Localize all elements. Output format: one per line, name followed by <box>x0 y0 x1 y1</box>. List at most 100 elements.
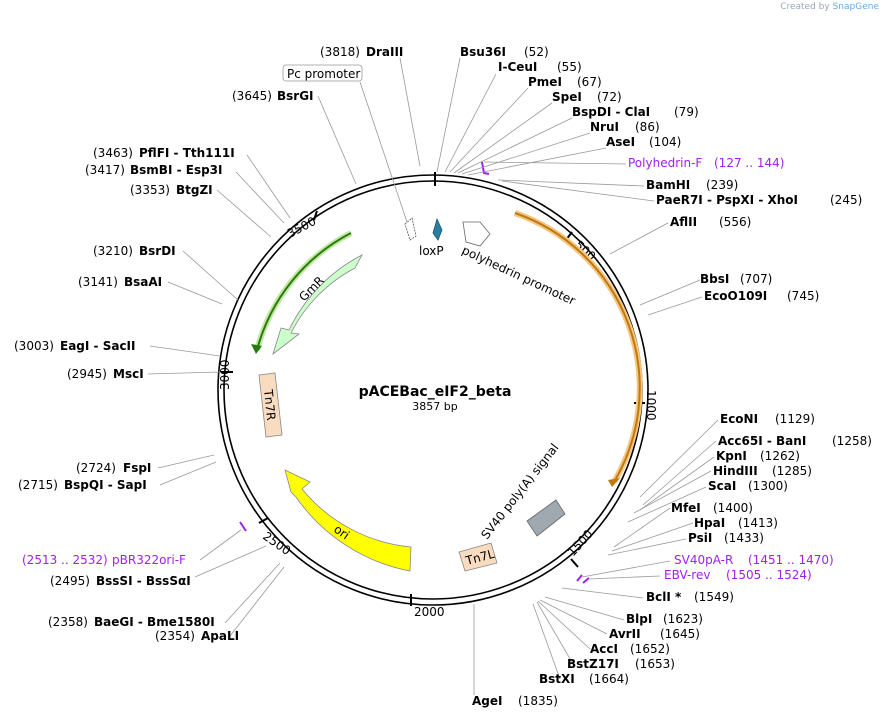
ebv-rev-label: EBV-rev <box>664 568 710 582</box>
bspqi-label: BspQI - SapI <box>64 478 147 492</box>
polyhedrin-orf-halo <box>514 210 643 484</box>
iceui-label: I-CeuI <box>498 60 537 74</box>
pflfi-pos: (3463) <box>93 146 133 160</box>
baegi-pos: (2358) <box>48 615 88 629</box>
iceui-pos: (55) <box>557 60 582 74</box>
paer7i-label: PaeR7I - PspXI - XhoI <box>656 193 798 207</box>
mfei-pos: (1400) <box>713 501 753 515</box>
pc-promoter-box <box>282 64 363 82</box>
ecoo109i-pos: (745) <box>787 289 819 303</box>
backbone-outer <box>217 174 649 606</box>
polyhedrin-promoter-feature <box>462 221 491 247</box>
sv40-polya-feature <box>526 499 566 537</box>
tick-label-2000: 2000 <box>414 605 445 619</box>
nrui-label: NruI <box>590 120 619 134</box>
bstz17i-pos: (1653) <box>635 657 675 671</box>
gmr-feature <box>272 254 363 356</box>
tn7r-label: Tn7R <box>261 388 278 421</box>
aflii-label: AflII <box>670 215 697 229</box>
pbr322ori-f-label: pBR322ori-F <box>112 553 186 567</box>
tick-label-1500: 1500 <box>565 527 596 559</box>
bspqi-pos: (2715) <box>18 478 58 492</box>
bsu36i-label: Bsu36I <box>460 45 506 59</box>
acc65i-pos: (1258) <box>832 434 872 448</box>
polyhedrin-orf-arc <box>514 212 641 483</box>
pbr322ori-f-primer-mark <box>239 521 247 532</box>
asei-pos: (104) <box>649 135 681 149</box>
tick-label-2500: 2500 <box>260 529 293 558</box>
polyhedrin-f-label: Polyhedrin-F <box>628 156 702 170</box>
ebv-rev-pos: (1505 .. 1524) <box>726 568 812 582</box>
bspdi-label: BspDI - ClaI <box>572 105 650 119</box>
hpai-label: HpaI <box>694 516 725 530</box>
ebv-rev-primer-mark <box>582 577 590 584</box>
pmei-label: PmeI <box>528 75 562 89</box>
bcli-label: BclI * <box>646 590 682 604</box>
kpni-pos: (1262) <box>760 449 800 463</box>
tick-1500 <box>570 558 579 568</box>
hindiii-pos: (1285) <box>772 464 812 478</box>
pmei-pos: (67) <box>577 75 602 89</box>
acci-pos: (1652) <box>630 642 670 656</box>
fspi-label: FspI <box>123 461 151 475</box>
sv40pa-r-pos: (1451 .. 1470) <box>748 553 834 567</box>
bsssi-pos: (2495) <box>50 574 90 588</box>
btgzi-label: BtgZI <box>176 183 213 197</box>
sv40pa-r-label: SV40pA-R <box>674 553 733 567</box>
draiii-pos: (3818) <box>320 45 360 59</box>
gmr-orf-arc <box>256 232 352 351</box>
draiii-label: DraIII <box>366 45 403 59</box>
msci-pos: (2945) <box>67 367 107 381</box>
bsrdi-pos: (3210) <box>93 244 133 258</box>
psii-pos: (1433) <box>724 531 764 545</box>
agei-pos: (1835) <box>518 694 558 708</box>
baegi-label: BaeGI - Bme1580I <box>94 615 215 629</box>
sv40pa-r-primer-mark <box>576 574 583 582</box>
bsrgi-label: BsrGI <box>277 89 314 103</box>
pc-promoter-leader <box>359 81 408 223</box>
polyhedrin-f-primer-mark <box>481 161 490 175</box>
tick-label-3000: 3000 <box>218 359 232 390</box>
bspdi-pos: (79) <box>674 105 699 119</box>
snapgene-logo: SnapGene <box>832 2 879 12</box>
tick-2500 <box>258 517 269 524</box>
bstz17i-label: BstZ17I <box>567 657 619 671</box>
fspi-pos: (2724) <box>76 461 116 475</box>
asei-label: AseI <box>606 135 635 149</box>
paer7i-pos: (245) <box>830 193 862 207</box>
mfei-label: MfeI <box>671 501 701 515</box>
bamhi-label: BamHI <box>646 178 690 192</box>
bsrdi-label: BsrDI <box>139 244 176 258</box>
econi-pos: (1129) <box>775 412 815 426</box>
polyhedrin-orf-arrowhead <box>608 478 620 487</box>
bsmbi-pos: (3417) <box>85 163 125 177</box>
econi-label: EcoNI <box>720 412 758 426</box>
hindiii-label: HindIII <box>713 464 758 478</box>
bsaai-pos: (3141) <box>78 275 118 289</box>
snapgene-credit: Created by SnapGene <box>780 2 879 12</box>
avrii-pos: (1645) <box>660 627 700 641</box>
bbsi-label: BbsI <box>700 272 729 286</box>
eagi-label: EagI - SacII <box>60 339 136 353</box>
ecoo109i-label: EcoO109I <box>704 289 767 303</box>
bsaai-label: BsaAI <box>124 275 162 289</box>
eagi-pos: (3003) <box>14 339 54 353</box>
bbsi-pos: (707) <box>740 272 772 286</box>
bsrgi-pos: (3645) <box>232 89 272 103</box>
tn7r-feature <box>258 372 283 438</box>
acci-label: AccI <box>590 642 618 656</box>
pc-promoter-feature <box>404 217 417 241</box>
leader-lines <box>147 57 719 695</box>
bstxi-label: BstXI <box>539 672 575 686</box>
bsu36i-pos: (52) <box>524 45 549 59</box>
agei-label: AgeI <box>472 694 502 708</box>
polyhedrin-promoter-label: polyhedrin promoter <box>460 243 578 308</box>
pbr322ori-f-pos: (2513 .. 2532) <box>22 553 108 567</box>
blpi-pos: (1623) <box>663 612 703 626</box>
bamhi-pos: (239) <box>706 178 738 192</box>
plasmid-name: pACEBac_eIF2_beta <box>359 384 512 400</box>
hpai-pos: (1413) <box>738 516 778 530</box>
acc65i-label: Acc65I - BanI <box>718 434 806 448</box>
ori-feature <box>284 469 412 572</box>
